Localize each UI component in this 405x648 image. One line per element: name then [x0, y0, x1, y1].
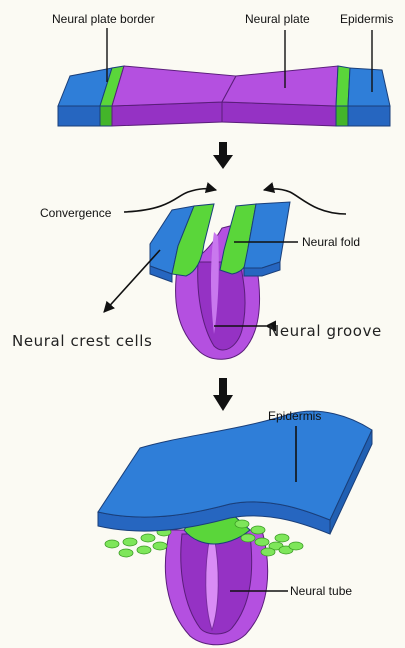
stage1-left-epidermis — [58, 106, 100, 126]
label-epidermis-bottom: Epidermis — [268, 409, 321, 423]
label-epidermis-top: Epidermis — [340, 12, 393, 26]
down-arrow-2 — [213, 378, 233, 411]
label-neural-tube: Neural tube — [290, 584, 352, 598]
label-neural-plate: Neural plate — [245, 12, 310, 26]
stage1-neural-plate — [112, 66, 236, 106]
stage1-neural-plate: Neural plate border Neural plate Epiderm… — [52, 12, 393, 126]
stage3-neural-tube: Epidermis Neural tube — [98, 409, 372, 645]
label-neural-crest-cells: Neural crest cells — [12, 332, 152, 350]
label-neural-groove: Neural groove — [268, 322, 382, 340]
stage1-right-epidermis — [348, 68, 390, 106]
stage2-neural-groove: Convergence Neural fold Neural crest cel… — [12, 189, 382, 360]
label-convergence: Convergence — [40, 206, 112, 220]
label-neural-plate-border: Neural plate border — [52, 12, 155, 26]
down-arrow-1 — [213, 142, 233, 169]
label-neural-fold: Neural fold — [302, 235, 360, 249]
